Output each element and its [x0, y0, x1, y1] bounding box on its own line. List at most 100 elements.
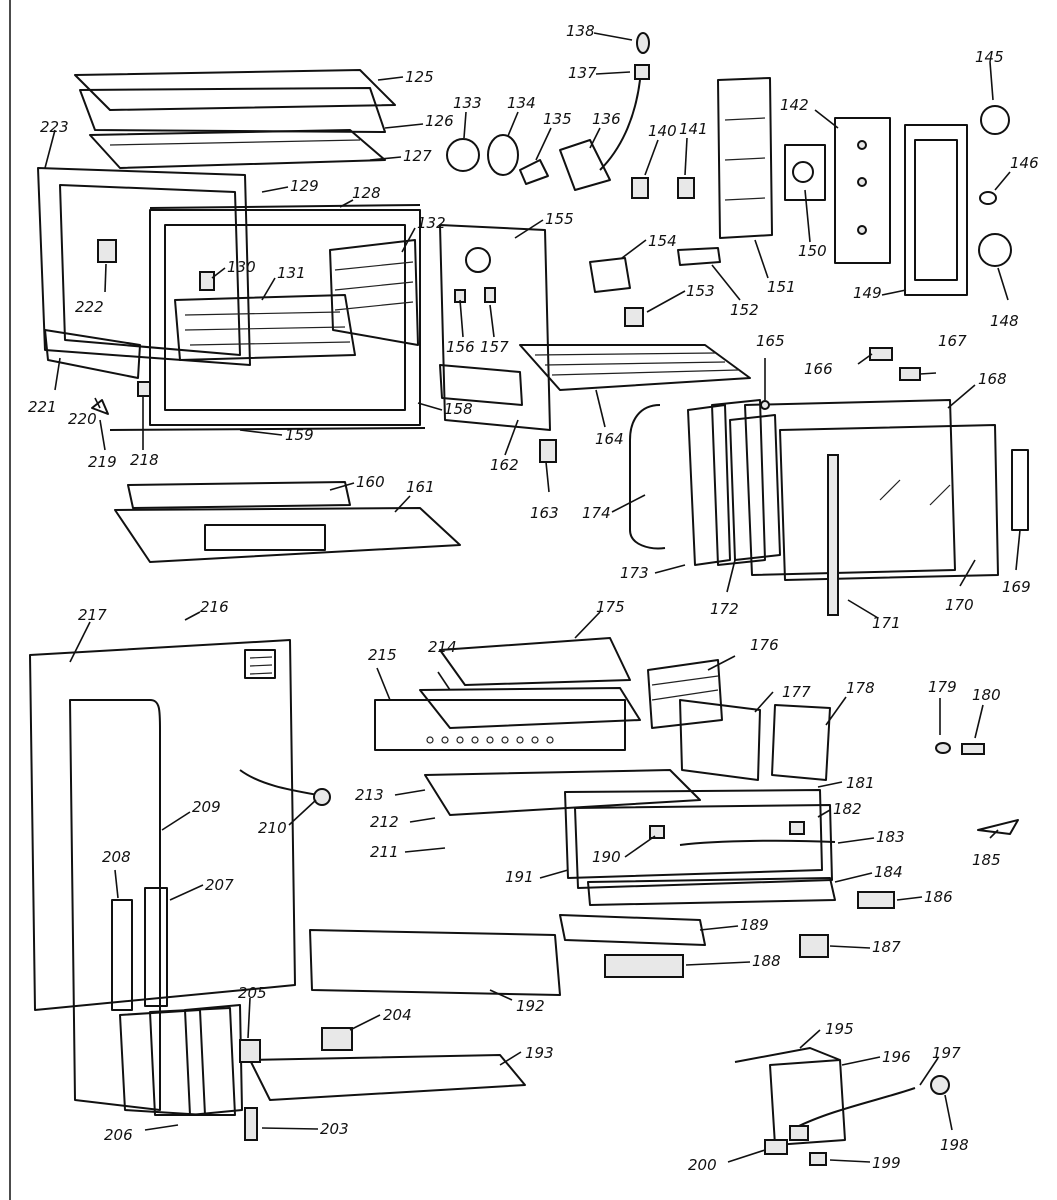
- broiler-pan-bottom: [114, 481, 461, 563]
- power-cord: [239, 769, 331, 806]
- label-209: 209: [192, 798, 221, 816]
- label-182: 182: [833, 800, 862, 818]
- bottom-plate: [239, 1027, 526, 1141]
- label-129: 129: [290, 177, 319, 195]
- label-222: 222: [75, 298, 104, 316]
- label-166: 166: [804, 360, 833, 378]
- label-188: 188: [752, 952, 781, 970]
- label-142: 142: [780, 96, 809, 114]
- label-220: 220: [68, 410, 97, 428]
- label-152: 152: [730, 301, 759, 319]
- label-128: 128: [352, 184, 381, 202]
- label-146: 146: [1010, 154, 1039, 172]
- label-221: 221: [28, 398, 57, 416]
- label-200: 200: [688, 1156, 717, 1174]
- label-131: 131: [277, 264, 306, 282]
- label-180: 180: [972, 686, 1001, 704]
- broiler-drawer: [309, 659, 1019, 996]
- label-178: 178: [846, 679, 875, 697]
- front-trim-left: [44, 329, 151, 415]
- label-175: 175: [596, 598, 625, 616]
- label-197: 197: [932, 1044, 961, 1062]
- label-168: 168: [978, 370, 1007, 388]
- label-215: 215: [368, 646, 397, 664]
- label-138: 138: [566, 22, 595, 40]
- label-205: 205: [238, 984, 267, 1002]
- label-204: 204: [383, 1006, 412, 1024]
- label-214: 214: [428, 638, 457, 656]
- label-159: 159: [285, 426, 314, 444]
- label-185: 185: [972, 851, 1001, 869]
- label-223: 223: [40, 118, 69, 136]
- label-196: 196: [882, 1048, 911, 1066]
- thermostat-assembly: [734, 1047, 950, 1166]
- label-184: 184: [874, 863, 903, 881]
- label-176: 176: [750, 636, 779, 654]
- oven-cavity: [109, 204, 426, 431]
- label-207: 207: [205, 876, 234, 894]
- label-217: 217: [78, 606, 107, 624]
- leader-lines: [44, 32, 1021, 1163]
- label-155: 155: [545, 210, 574, 228]
- label-219: 219: [88, 453, 117, 471]
- label-169: 169: [1002, 578, 1031, 596]
- label-156: 156: [446, 338, 475, 356]
- label-140: 140: [648, 122, 677, 140]
- label-195: 195: [825, 1020, 854, 1038]
- label-145: 145: [975, 48, 1004, 66]
- label-190: 190: [592, 848, 621, 866]
- label-127: 127: [403, 147, 432, 165]
- label-181: 181: [846, 774, 875, 792]
- label-150: 150: [798, 242, 827, 260]
- cabinet-side-panel: [29, 639, 296, 1011]
- hardware-cluster-top: [446, 32, 721, 327]
- label-141: 141: [679, 120, 708, 138]
- label-137: 137: [568, 64, 597, 82]
- label-211: 211: [370, 843, 399, 861]
- label-134: 134: [507, 94, 536, 112]
- label-187: 187: [872, 938, 901, 956]
- label-192: 192: [516, 997, 545, 1015]
- label-191: 191: [505, 868, 534, 886]
- label-183: 183: [876, 828, 905, 846]
- label-216: 216: [200, 598, 229, 616]
- label-135: 135: [543, 110, 572, 128]
- oven-door-assembly: [629, 347, 1029, 616]
- label-132: 132: [417, 214, 446, 232]
- label-158: 158: [444, 400, 473, 418]
- control-panel: [717, 77, 1012, 296]
- label-125: 125: [405, 68, 434, 86]
- label-206: 206: [104, 1126, 133, 1144]
- label-172: 172: [710, 600, 739, 618]
- label-210: 210: [258, 819, 287, 837]
- label-165: 165: [756, 332, 785, 350]
- label-193: 193: [525, 1044, 554, 1062]
- label-151: 151: [767, 278, 796, 296]
- label-136: 136: [592, 110, 621, 128]
- label-171: 171: [872, 614, 901, 632]
- label-130: 130: [227, 258, 256, 276]
- label-186: 186: [924, 888, 953, 906]
- label-148: 148: [990, 312, 1019, 330]
- label-126: 126: [425, 112, 454, 130]
- label-133: 133: [453, 94, 482, 112]
- label-153: 153: [686, 282, 715, 300]
- label-161: 161: [406, 478, 435, 496]
- part-labels: 125 126 127 128 129 130 131 132 133 134 …: [28, 22, 1039, 1174]
- label-213: 213: [355, 786, 384, 804]
- label-218: 218: [130, 451, 159, 469]
- label-149: 149: [853, 284, 882, 302]
- label-163: 163: [530, 504, 559, 522]
- label-208: 208: [102, 848, 131, 866]
- label-170: 170: [945, 596, 974, 614]
- label-167: 167: [938, 332, 967, 350]
- broiler-pans: [374, 637, 641, 751]
- label-154: 154: [648, 232, 677, 250]
- label-173: 173: [620, 564, 649, 582]
- label-162: 162: [490, 456, 519, 474]
- label-199: 199: [872, 1154, 901, 1172]
- label-164: 164: [595, 430, 624, 448]
- label-179: 179: [928, 678, 957, 696]
- label-198: 198: [940, 1136, 969, 1154]
